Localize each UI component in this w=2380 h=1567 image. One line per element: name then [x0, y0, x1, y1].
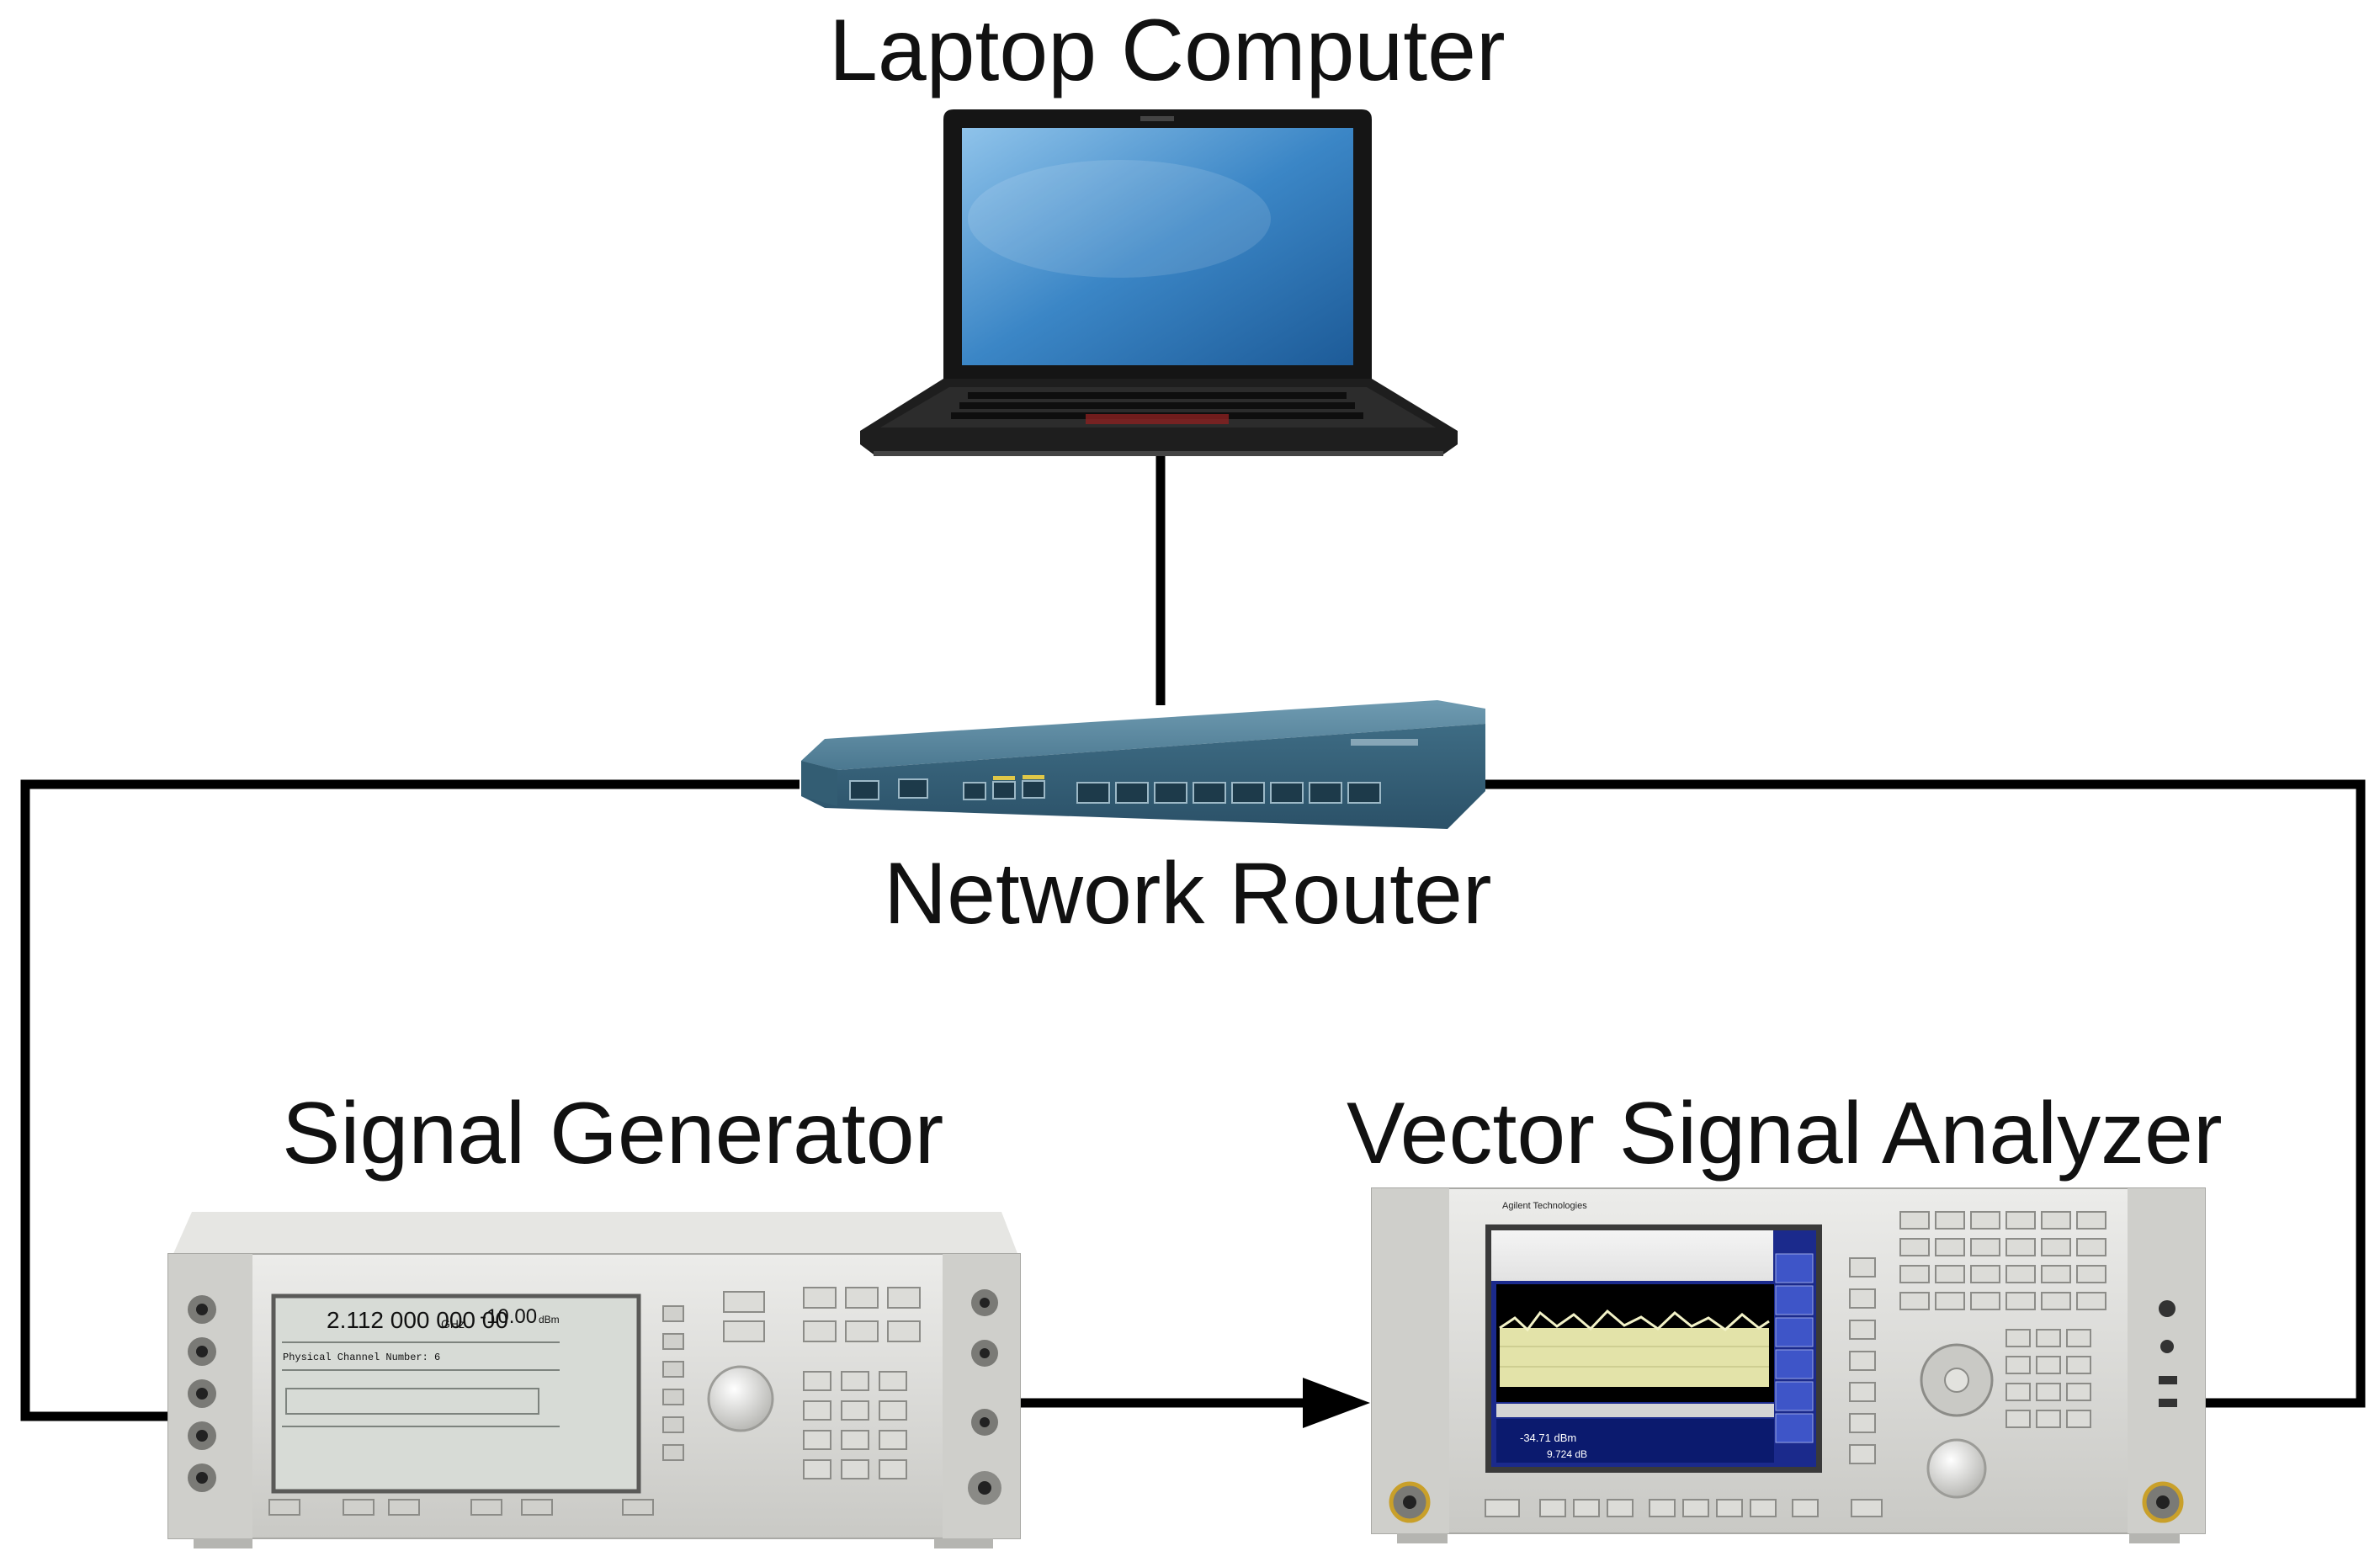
siggen-knob: [707, 1365, 774, 1432]
vsa-peak-to-mean: 9.724 dB: [1547, 1448, 1587, 1460]
siggen-left-connectors: [188, 1295, 216, 1492]
network-router: [801, 700, 1485, 829]
siggen-screen: [271, 1293, 641, 1494]
laptop-computer: [860, 109, 1458, 456]
router-siggen-cable: [20, 779, 800, 1421]
router-label: Network Router: [884, 845, 1492, 943]
siggen-frequency: 2.112 000 000 00: [327, 1307, 508, 1333]
vsa-front-keys: [1899, 1211, 2106, 1428]
vsa-spectrum-trace: [1499, 1309, 1770, 1387]
signal-generator-label: Signal Generator: [282, 1085, 944, 1182]
vsa-mean-power: -34.71 dBm: [1520, 1432, 1576, 1444]
vector-signal-analyzer: Agilent Technologies -34.71 dBm 9.724 dB: [1371, 1187, 2206, 1543]
laptop-label: Laptop Computer: [829, 2, 1506, 99]
siggen-channel-line: Physical Channel Number: 6: [283, 1352, 440, 1363]
vsa-brand: Agilent Technologies: [1502, 1201, 1587, 1211]
vsa-softkeys: [1849, 1257, 1876, 1464]
vsa-knob: [1926, 1438, 1987, 1499]
siggen-amplitude-unit: dBm: [539, 1314, 560, 1325]
siggen-frequency-unit: GHz: [441, 1317, 465, 1331]
vsa-connectors: [1389, 1300, 2184, 1523]
signal-generator: 2.112 000 000 00 GHz -10.00 dBm Physical…: [167, 1212, 1021, 1548]
connection-lines: [20, 446, 2366, 1428]
rf-arrowhead: [1303, 1378, 1370, 1428]
vsa-softkey-labels: [1775, 1253, 1814, 1443]
siggen-amplitude: -10.00: [480, 1305, 537, 1328]
siggen-keypad: [723, 1287, 921, 1479]
router-ports: [849, 778, 1381, 804]
siggen-right-connectors: [968, 1289, 1001, 1505]
router-vsa-cable: [1469, 779, 2366, 1408]
laptop-screen: [962, 128, 1353, 365]
vector-signal-analyzer-label: Vector Signal Analyzer: [1347, 1085, 2223, 1182]
siggen-softkeys: [662, 1305, 684, 1461]
router-top: [801, 700, 1485, 770]
